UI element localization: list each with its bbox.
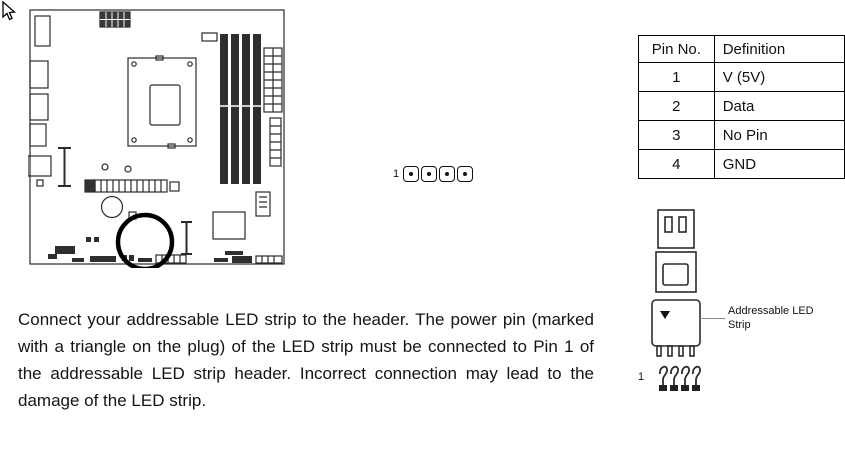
pcie-slot (84, 179, 180, 193)
power-triangle-marker (660, 311, 670, 319)
table-header-row: Pin No. Definition (638, 35, 845, 63)
motherboard-diagram (28, 6, 286, 268)
header-pins (659, 365, 701, 385)
atx-connector (263, 47, 283, 113)
table-row: 4 GND (638, 149, 845, 179)
mouse-cursor-icon (0, 1, 16, 21)
pin-definition-cell: V (5V) (713, 62, 845, 92)
table-header-pin-no: Pin No. (638, 35, 715, 63)
pin-cell (439, 166, 456, 182)
table-row: 1 V (5V) (638, 62, 845, 92)
connector-label: Addressable LED Strip (728, 305, 814, 332)
table-row: 3 No Pin (638, 120, 845, 150)
pin-dot (426, 171, 432, 177)
cpu-socket (127, 55, 197, 149)
highlight-circle (115, 212, 175, 268)
pin-number-cell: 1 (638, 62, 715, 92)
table-row: 2 Data (638, 91, 845, 121)
pin-cell (403, 166, 420, 182)
pin-dot (444, 171, 450, 177)
pin-definition-cell: Data (713, 91, 845, 121)
pin-number-cell: 3 (638, 120, 715, 150)
ram-slots (220, 34, 261, 184)
led-header-diagram: 1 (393, 166, 475, 182)
pin-number-cell: 4 (638, 149, 715, 179)
battery (100, 195, 124, 219)
bottom-headers (48, 237, 252, 263)
pin-number-cell: 2 (638, 91, 715, 121)
header-pin1-label: 1 (638, 371, 645, 383)
led-plug (651, 299, 701, 357)
pin1-label: 1 (393, 168, 400, 180)
pin-cell (421, 166, 438, 182)
instruction-text: Connect your addressable LED strip to th… (18, 310, 594, 411)
pin-definition-table: Pin No. Definition 1 V (5V) 2 Data 3 No … (638, 35, 845, 179)
led-strip-connector-diagram (648, 208, 726, 398)
pin-dot (462, 171, 468, 177)
pin-definition-cell: GND (713, 149, 845, 179)
label-leader-line (700, 318, 725, 319)
table-header-definition: Definition (713, 35, 845, 63)
pin-definition-cell: No Pin (713, 120, 845, 150)
pin-cell (457, 166, 474, 182)
pin-dot (408, 171, 414, 177)
